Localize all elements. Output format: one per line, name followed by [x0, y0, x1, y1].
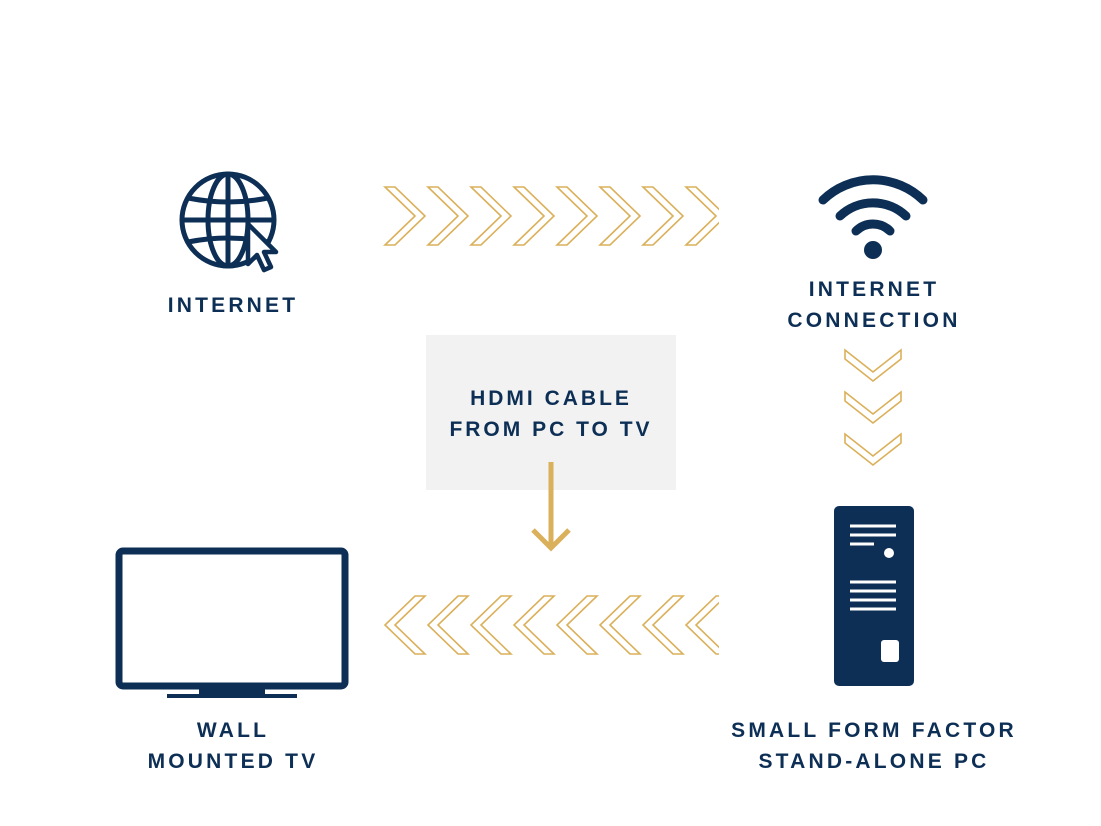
chevron-left	[383, 595, 427, 655]
chevron-right	[512, 186, 556, 246]
chevron-left	[555, 595, 599, 655]
pc-label: SMALL FORM FACTOR STAND-ALONE PC	[731, 719, 1017, 773]
pc-tower-icon	[834, 506, 914, 686]
chevron-left	[641, 595, 685, 655]
hdmi-note-text: HDMI CABLE FROM PC TO TV	[449, 387, 653, 441]
flow-left-chevrons	[383, 595, 719, 655]
chevron-left	[426, 595, 470, 655]
globe-cursor-icon	[179, 171, 279, 273]
tv-label: WALL MOUNTED TV	[147, 719, 319, 773]
chevron-right	[684, 186, 719, 246]
chevron-right	[555, 186, 599, 246]
chevron-left	[684, 595, 719, 655]
chevron-right	[598, 186, 642, 246]
tv-icon	[115, 547, 349, 698]
arrow-down-icon	[531, 462, 571, 552]
chevron-right	[641, 186, 685, 246]
chevron-left	[598, 595, 642, 655]
internet-label: INTERNET	[167, 294, 299, 317]
chevron-down	[844, 432, 902, 467]
hdmi-note-box: HDMI CABLE FROM PC TO TV	[426, 335, 676, 552]
chevron-right	[469, 186, 513, 246]
chevron-right	[426, 186, 470, 246]
chevron-right	[383, 186, 427, 246]
chevron-down	[844, 348, 902, 383]
flow-down-chevrons	[844, 348, 902, 467]
flow-right-chevrons	[383, 186, 719, 246]
chevron-down	[844, 390, 902, 425]
chevron-left	[469, 595, 513, 655]
wifi-icon	[818, 175, 928, 259]
internet-connection-label: INTERNET CONNECTION	[787, 278, 961, 332]
chevron-left	[512, 595, 556, 655]
